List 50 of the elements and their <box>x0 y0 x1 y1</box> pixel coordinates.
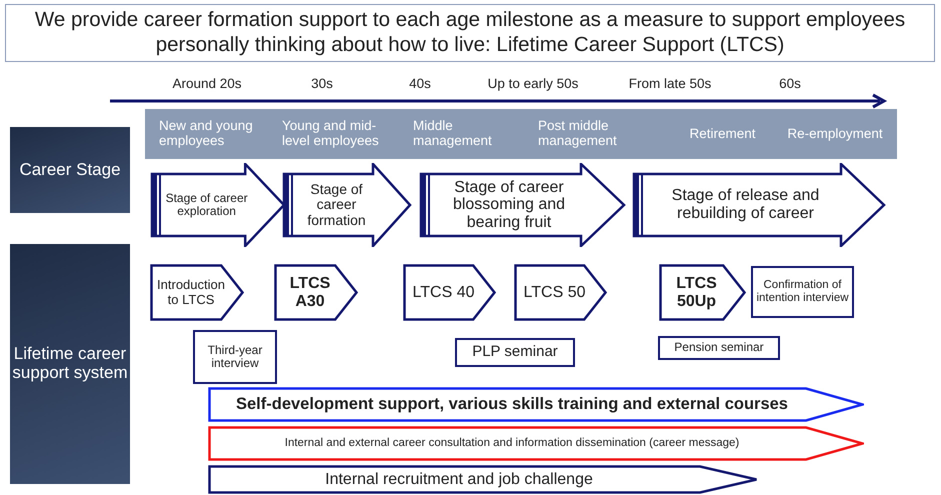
section-header <box>10 244 130 484</box>
section-header <box>10 127 130 213</box>
program-label: PLP seminar <box>472 344 558 361</box>
support-banner <box>208 387 864 422</box>
program-tag <box>274 264 358 321</box>
program-box <box>193 330 277 384</box>
stage-block <box>419 163 626 247</box>
support-banner <box>208 465 758 494</box>
program-box <box>658 336 780 360</box>
section-title: Lifetime career support system <box>11 345 129 383</box>
age-label: 60s <box>779 76 801 91</box>
age-label: Up to early 50s <box>488 76 578 91</box>
support-banner <box>208 426 864 461</box>
stage-name: Middle management <box>413 119 493 149</box>
age-label: 30s <box>311 76 333 91</box>
stage-label: Stage of release and rebuilding of career <box>670 187 820 223</box>
program-label: LTCS 50 <box>524 284 586 302</box>
support-label: Internal recruitment and job challenge <box>325 470 593 488</box>
age-label: 40s <box>409 76 431 91</box>
program-label: LTCS A30 <box>288 274 332 310</box>
stage-label: Stage of career formation <box>306 182 367 228</box>
stage-name: Post middle management <box>538 119 618 149</box>
program-label: LTCS 40 <box>412 284 474 302</box>
support-label: Self-development support, various skills training and external courses <box>236 395 788 414</box>
stage-name: New and young employees <box>159 119 254 149</box>
program-label: Confirmation of intention interview <box>756 279 849 305</box>
age-label: Around 20s <box>172 76 242 91</box>
stage-block <box>282 163 412 247</box>
section-title: Career Stage <box>19 160 121 180</box>
career-stage-band <box>145 109 897 159</box>
program-label: LTCS 50Up <box>675 274 718 310</box>
program-label: Pension seminar <box>674 341 764 355</box>
stage-name: Retirement <box>688 126 757 142</box>
support-label: Internal and external career consultation and information dissemination (career message) <box>284 437 740 450</box>
age-label: From late 50s <box>628 76 712 91</box>
stage-name: Young and mid-level employees <box>282 119 380 149</box>
program-tag <box>150 264 244 321</box>
stage-label: Stage of career exploration <box>164 192 249 218</box>
stage-label: Stage of career blossoming and bearing fruit <box>452 178 566 232</box>
stage-block <box>150 163 286 247</box>
program-box <box>455 338 575 367</box>
program-tag <box>659 264 746 321</box>
stage-block <box>632 163 886 247</box>
title-text: We provide career formation support to each age milestone as a measure to support employees personally thinking about how to live: Lifetime Career Support (LTCS) <box>34 8 906 58</box>
program-tag <box>514 264 607 321</box>
program-label: Third-year interview <box>206 344 264 370</box>
stage-name: Re-employment <box>786 126 884 142</box>
program-label: Introduction to LTCS <box>156 278 226 307</box>
program-tag <box>403 264 496 321</box>
program-box <box>751 266 854 318</box>
